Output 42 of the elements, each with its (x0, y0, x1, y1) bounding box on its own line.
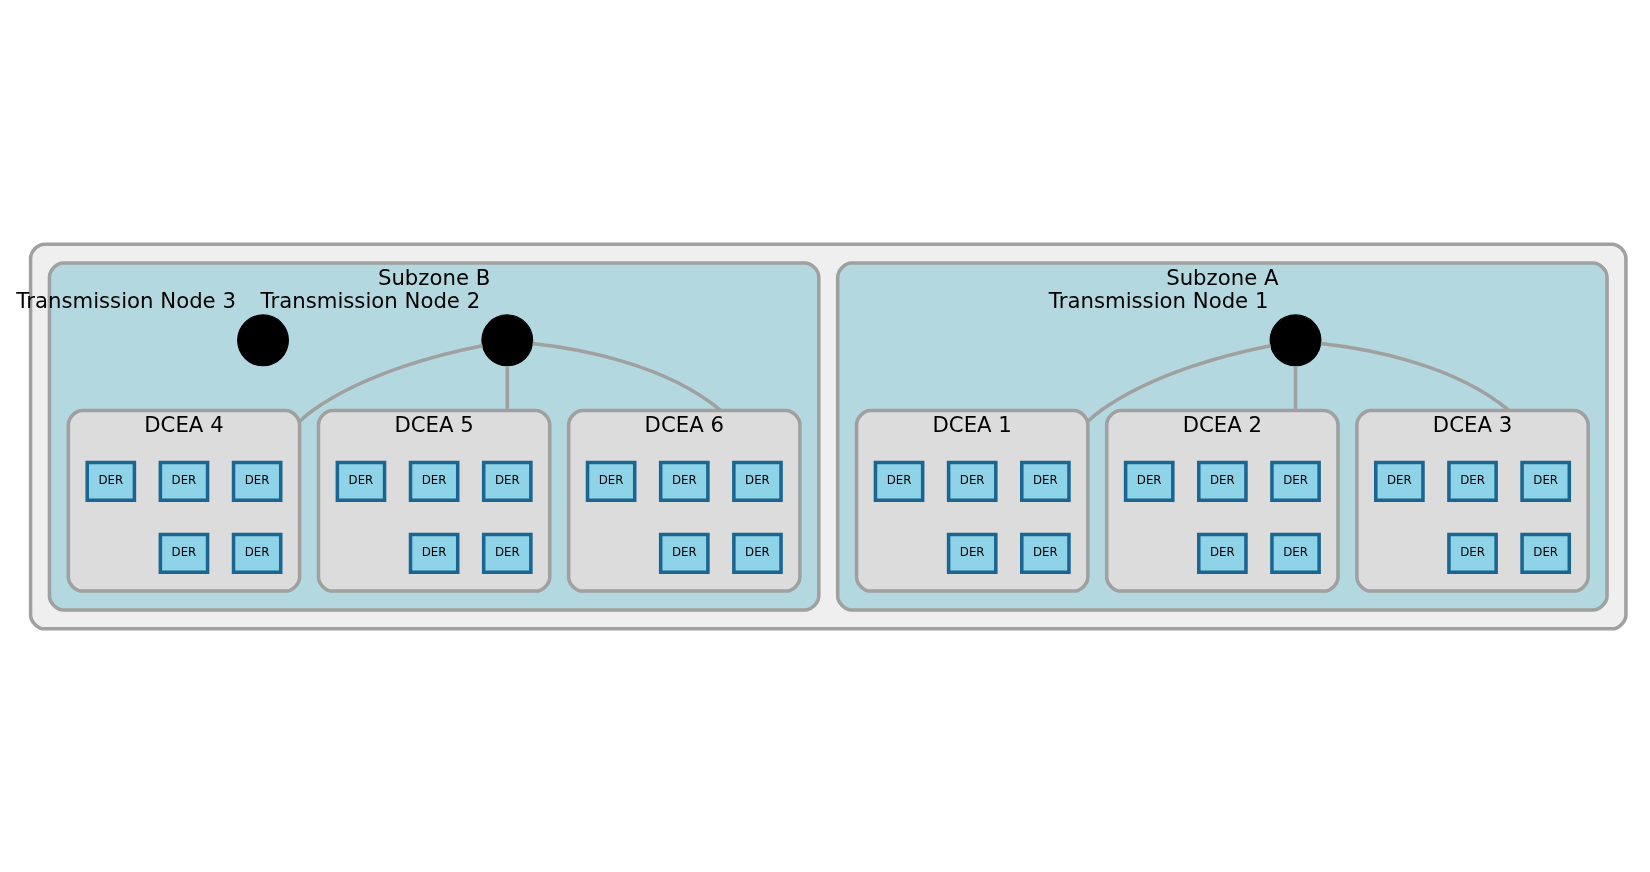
node-box: DER (1520, 532, 1572, 574)
connector (532, 341, 722, 412)
connector (298, 343, 483, 423)
node-box: DER (481, 532, 533, 574)
node-box: DER (481, 460, 533, 502)
connector (1320, 341, 1511, 412)
connector (505, 365, 510, 411)
node-box: DER (658, 460, 710, 502)
node-box: DER (85, 460, 137, 502)
node-box: DER (873, 460, 925, 502)
node-box: DER (1374, 460, 1425, 502)
node-box: DER (1520, 460, 1572, 502)
node-box: DER (1270, 532, 1321, 574)
node-box: DER (231, 460, 283, 502)
node-box: DER (408, 460, 460, 502)
node-box: DER (585, 460, 637, 502)
node-circle (1269, 313, 1322, 366)
connector (1086, 343, 1272, 423)
node-box: DER (1197, 532, 1248, 574)
node-box: DER (158, 460, 210, 502)
node-box: DER (408, 532, 460, 574)
node-box: DER (158, 532, 210, 574)
node-box: DER (732, 460, 783, 502)
node-box: DER (1123, 460, 1175, 502)
node-box: DER (231, 532, 283, 574)
node-label: Transmission Node 2 (260, 287, 481, 313)
node-box: DER (1447, 532, 1498, 574)
node-box: DER (1270, 460, 1321, 502)
node-box: DER (335, 460, 387, 502)
node-label: Transmission Node 3 (16, 287, 236, 313)
node-box: DER (1197, 460, 1248, 502)
node-circle (237, 313, 289, 366)
node-box: DER (1447, 460, 1498, 502)
node-box: DER (658, 532, 710, 574)
node-box: DER (732, 532, 783, 574)
node-box: DER (1020, 460, 1071, 502)
connector (1293, 365, 1298, 411)
node-box: DER (946, 460, 998, 502)
node-box: DER (1020, 532, 1071, 574)
node-box: DER (946, 532, 998, 574)
node-circle (481, 313, 534, 366)
node-label: Transmission Node 1 (1048, 287, 1269, 313)
